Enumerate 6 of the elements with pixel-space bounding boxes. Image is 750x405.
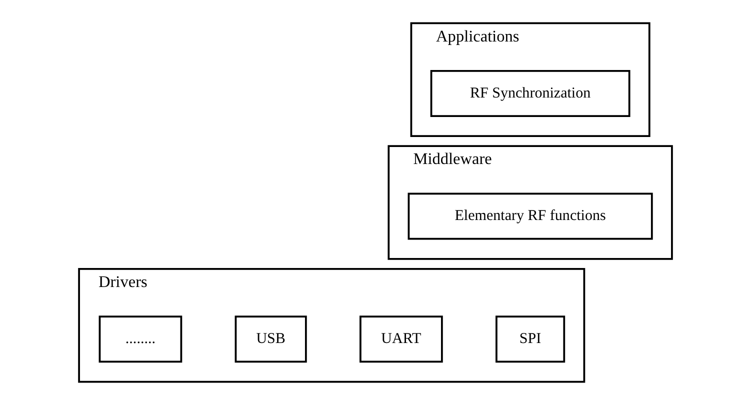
node-box: Elementary RF functions — [407, 192, 652, 240]
node-box: USB — [234, 316, 306, 363]
node-box: SPI — [495, 316, 565, 363]
node-box: ........ — [98, 316, 182, 363]
node-box: UART — [359, 316, 442, 363]
node-box: RF Synchronization — [430, 70, 630, 117]
